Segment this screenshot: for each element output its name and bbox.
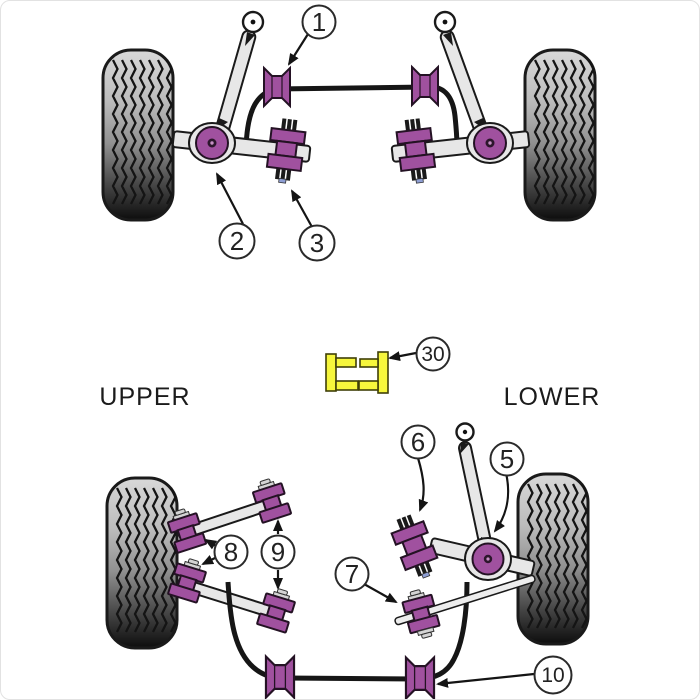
rear-arm-bushing	[250, 476, 291, 523]
arrow-to-item-2	[216, 172, 244, 225]
arrow-to-item-5	[493, 472, 510, 533]
bracket-component-30	[325, 351, 389, 394]
rear-upper-arm	[188, 498, 273, 537]
toe-link-rod	[394, 574, 536, 626]
front-arb-bushing-left	[263, 67, 291, 107]
callout-10-number: 10	[541, 664, 564, 687]
bracket-right-top-arm	[359, 358, 379, 368]
strut-top-mount-dot	[250, 19, 256, 25]
callout-2: 2	[218, 222, 256, 260]
callout-10: 10	[533, 655, 573, 695]
strut-top-pin-icon	[443, 32, 453, 46]
bracket-right-bar	[377, 351, 389, 394]
strut-top-mount-dot	[442, 19, 448, 25]
arrow-to-item-30	[388, 351, 417, 362]
callout-8-number: 8	[224, 537, 238, 567]
pivot-center-dot	[486, 557, 490, 561]
tire-front-right	[523, 48, 597, 222]
arrow-to-item-10	[436, 672, 535, 688]
lower-section-label: LOWER	[504, 383, 601, 411]
callout-2-number: 2	[230, 226, 244, 256]
callout-1-number: 1	[312, 7, 326, 37]
callout-5: 5	[489, 441, 525, 477]
arrow-to-item-8-lower	[201, 555, 216, 565]
upper-section-label: UPPER	[99, 383, 190, 411]
front-arb-bushing-right	[411, 66, 439, 106]
callout-9-number: 9	[271, 537, 285, 567]
arrow-to-item-7	[363, 583, 398, 603]
tire-front-left	[101, 48, 175, 222]
callout-30: 30	[415, 336, 451, 372]
strut-top-pin-icon	[460, 442, 469, 454]
strut-rear-right	[458, 441, 492, 549]
callout-9: 9	[260, 534, 296, 570]
rear-axle-assembly	[165, 422, 536, 699]
callout-arrows	[201, 33, 535, 688]
callout-6: 6	[400, 424, 436, 460]
rear-arb-bushing-left	[264, 655, 296, 699]
rear-link-bushing	[386, 510, 444, 584]
pivot-center-dot	[488, 141, 492, 145]
rear-arb-bushing-right	[404, 656, 436, 699]
strut-top-pin-icon	[245, 32, 255, 46]
pivot-center-dot	[210, 141, 214, 145]
arrow-to-item-6	[416, 457, 429, 512]
callout-8: 8	[213, 534, 249, 570]
arrow-to-item-3	[291, 189, 313, 228]
arrow-to-item-8-upper	[204, 538, 218, 550]
tire-rear-right	[516, 472, 590, 646]
callout-3: 3	[298, 224, 336, 262]
front-antiroll-bar	[243, 84, 460, 150]
callout-1: 1	[301, 4, 337, 40]
strut-top-mount-dot	[462, 429, 468, 435]
bracket-right-bottom-arm	[358, 380, 379, 391]
tire-rear-left	[105, 476, 179, 650]
callout-7: 7	[334, 556, 370, 592]
bracket-left-bar	[325, 353, 337, 392]
bracket-left-bottom-arm	[335, 380, 359, 391]
callout-3-number: 3	[310, 228, 324, 258]
bracket-left-top-arm	[335, 357, 357, 368]
arrow-to-item-1	[287, 33, 309, 66]
callout-5-number: 5	[500, 444, 514, 474]
front-axle-assembly	[171, 10, 531, 186]
callout-30-number: 30	[421, 343, 444, 366]
callout-7-number: 7	[345, 559, 359, 589]
callout-6-number: 6	[411, 427, 425, 457]
